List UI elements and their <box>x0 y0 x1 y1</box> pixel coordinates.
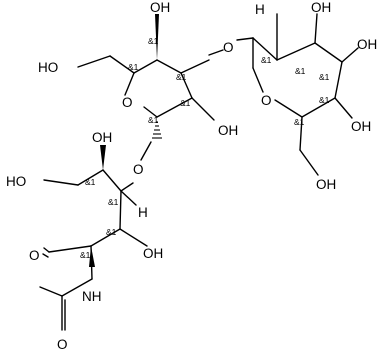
label-oh-open-c5: OH <box>92 130 112 145</box>
label-oh-gal-c2: OH <box>218 123 238 138</box>
stereo-open-c3: &1 <box>106 227 117 237</box>
label-oh-open-c3: OH <box>143 246 163 261</box>
stereo-open-c2: &1 <box>80 250 91 260</box>
stereo-open-c4: &1 <box>108 197 119 207</box>
bond-glyc-o-link <box>140 141 152 161</box>
bond-aldehyde-double <box>43 247 50 253</box>
ring-bonds-glucose <box>252 13 359 176</box>
label-h-glc-anomeric: H <box>255 2 265 17</box>
hash-gal-anomeric-o <box>152 121 162 139</box>
label-o-glyc-2: O <box>133 162 144 177</box>
stereo-glc-c2: &1 <box>295 66 306 76</box>
label-ho-gal-c6: HO <box>38 60 58 75</box>
label-oh-glc-c3: OH <box>357 37 377 52</box>
bond-glyc-o2-link <box>236 37 254 41</box>
label-oh-glc-c6: OH <box>316 177 336 192</box>
stereo-gal-c1: &1 <box>148 115 159 125</box>
label-o-glc-ring: O <box>261 93 272 108</box>
label-o-glyc-1: O <box>223 40 234 55</box>
label-o-aldehyde: O <box>29 248 40 263</box>
wedge-open-c5-oh <box>100 145 106 170</box>
stereo-gal-c4: &1 <box>148 36 159 46</box>
label-oh-glc-c4: OH <box>351 119 371 134</box>
stereo-gal-c5: &1 <box>128 62 139 72</box>
bond-aldehyde-double-2 <box>42 253 49 258</box>
bond-open-c4-h <box>120 190 137 206</box>
label-h-open-c4: H <box>138 205 148 220</box>
stereo-glc-c4: &1 <box>319 95 330 105</box>
stereo-glc-c5: &1 <box>294 117 305 127</box>
wedge-open-c2-n <box>89 246 95 267</box>
stereo-glc-c3: &1 <box>319 72 330 82</box>
ring-bonds-upper-left <box>77 55 215 121</box>
label-nh: NH <box>82 289 102 304</box>
label-ho-open-c6: HO <box>6 174 26 189</box>
bond-gal-c3-o <box>208 49 224 56</box>
stereo-open-c5: &1 <box>85 177 96 187</box>
wedge-gal-c4-oh <box>155 14 159 60</box>
label-o-acetyl: O <box>57 337 68 352</box>
label-oh-gal-top: OH <box>150 0 170 15</box>
open-chain-bonds <box>39 169 148 331</box>
stereo-glc-c1: &1 <box>261 55 272 65</box>
stereo-gal-c2: &1 <box>180 98 191 108</box>
label-oh-glc-c2: OH <box>311 0 331 15</box>
stereo-labels: &1 &1 &1 &1 &1 &1 &1 &1 &1 &1 &1 &1 &1 &… <box>80 36 330 260</box>
stereo-gal-c3: &1 <box>176 72 187 82</box>
label-o-gal-ring: O <box>122 95 133 110</box>
